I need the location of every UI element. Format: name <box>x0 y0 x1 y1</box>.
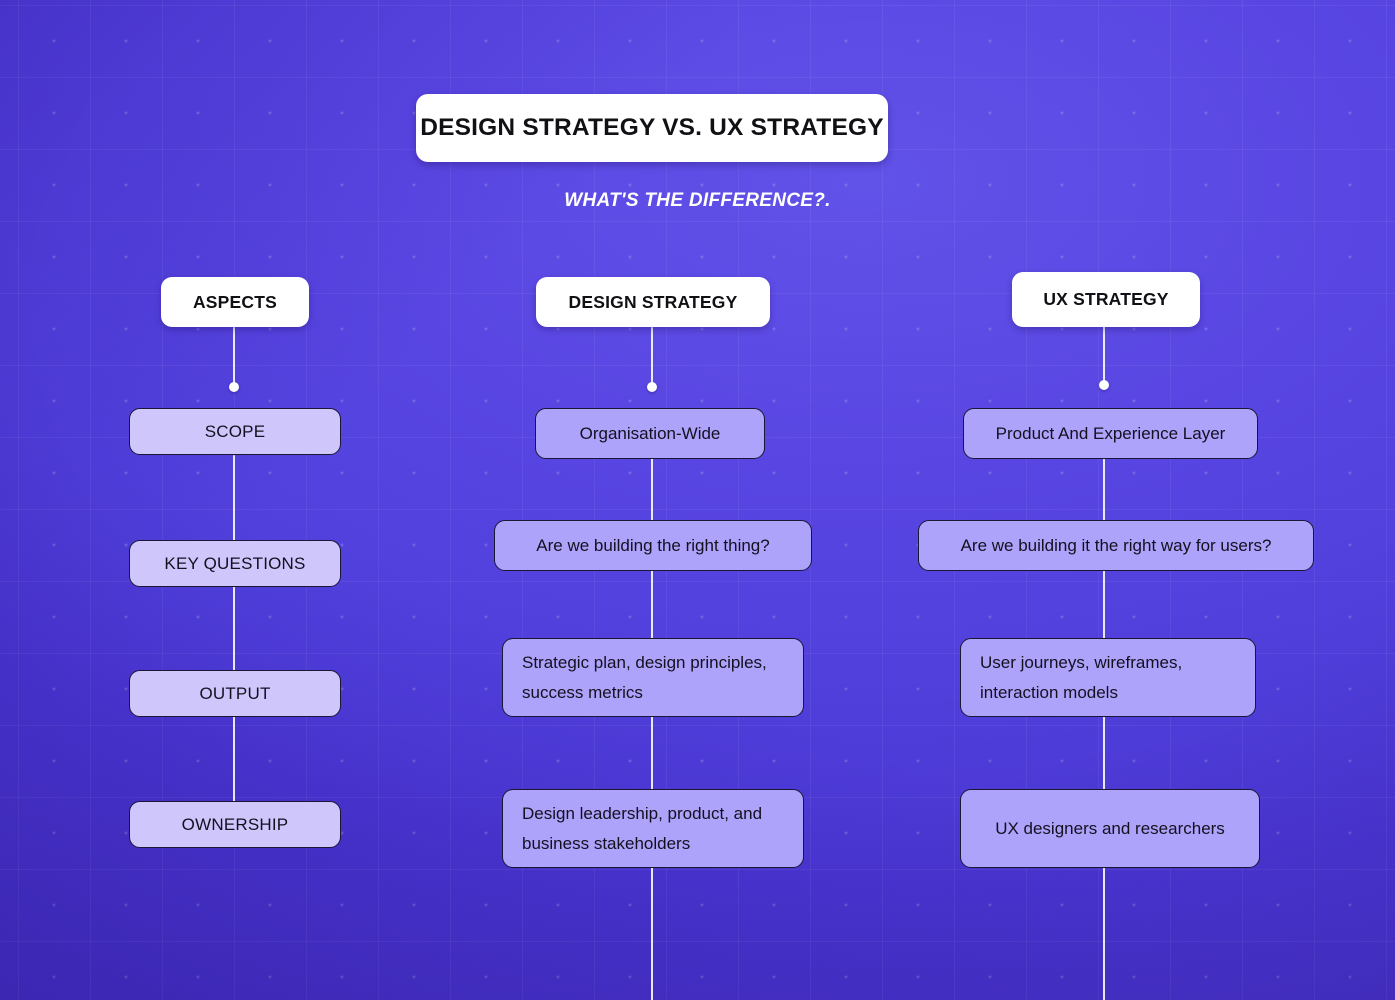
column-header-aspects: ASPECTS <box>161 277 309 327</box>
cell-label: Are we building it the right way for use… <box>960 535 1272 555</box>
cell-label: UX designers and researchers <box>995 818 1225 838</box>
cell-label: OUTPUT <box>199 683 271 703</box>
title-card: DESIGN STRATEGY VS. UX STRATEGY <box>416 94 888 162</box>
cell-design-strategy-ownership: Design leadership, product, and business… <box>502 789 804 868</box>
cell-ux-strategy-scope: Product And Experience Layer <box>963 408 1258 459</box>
connector-header-to-scope <box>651 327 654 389</box>
cell-label: SCOPE <box>204 421 266 441</box>
cell-label: Strategic plan, design principles, succe… <box>522 653 767 702</box>
connector-dot-design-strategy <box>647 382 657 392</box>
cell-label: Product And Experience Layer <box>995 423 1226 443</box>
cell-ux-strategy-key-questions: Are we building it the right way for use… <box>918 520 1314 571</box>
connector-header-to-scope <box>233 327 236 389</box>
cell-label: OWNERSHIP <box>181 814 289 834</box>
page-title: DESIGN STRATEGY VS. UX STRATEGY <box>420 114 884 141</box>
cell-design-strategy-output: Strategic plan, design principles, succe… <box>502 638 804 717</box>
cell-design-strategy-key-questions: Are we building the right thing? <box>494 520 812 571</box>
cell-label: Organisation-Wide <box>579 423 721 443</box>
column-header-label: ASPECTS <box>192 291 278 312</box>
column-header-design-strategy: DESIGN STRATEGY <box>536 277 770 327</box>
connector-header-to-scope <box>1103 324 1106 386</box>
page-subtitle: WHAT'S THE DIFFERENCE?. <box>564 190 831 211</box>
column-header-ux-strategy: UX STRATEGY <box>1012 272 1200 327</box>
cell-label: Are we building the right thing? <box>536 535 770 555</box>
cell-aspects-output: OUTPUT <box>129 670 341 717</box>
cell-aspects-ownership: OWNERSHIP <box>129 801 341 848</box>
cell-aspects-scope: SCOPE <box>129 408 341 455</box>
cell-label: KEY QUESTIONS <box>164 553 306 573</box>
column-header-label: DESIGN STRATEGY <box>568 291 738 312</box>
connector-dot-ux-strategy <box>1099 380 1109 390</box>
cell-design-strategy-scope: Organisation-Wide <box>535 408 765 459</box>
cell-ux-strategy-ownership: UX designers and researchers <box>960 789 1260 868</box>
column-header-label: UX STRATEGY <box>1043 289 1169 309</box>
cell-ux-strategy-output: User journeys, wireframes, interaction m… <box>960 638 1256 717</box>
cell-label: User journeys, wireframes, interaction m… <box>980 653 1183 702</box>
connector-scope-to-key-questions <box>233 455 236 565</box>
connector-output-to-ownership <box>233 716 236 826</box>
cell-aspects-key-questions: KEY QUESTIONS <box>129 540 341 587</box>
connector-key-questions-to-output <box>233 585 236 695</box>
cell-label: Design leadership, product, and business… <box>522 804 763 853</box>
connector-dot-aspects <box>229 382 239 392</box>
